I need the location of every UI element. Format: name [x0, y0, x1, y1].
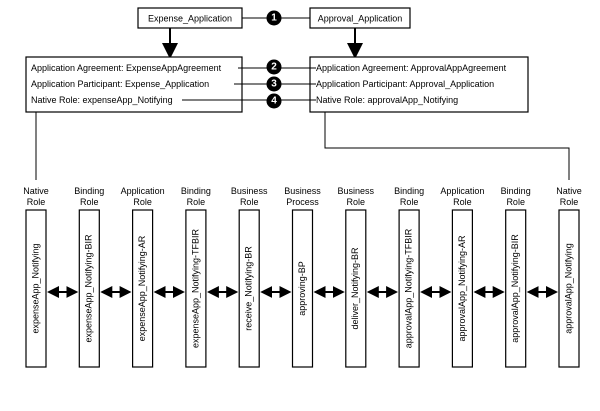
column-header-line: Binding [501, 186, 531, 196]
role-box-label: approvalApp_Notifying-TFBIR [403, 228, 413, 348]
role-box-label: approvalApp_Notifying-BIR [510, 234, 520, 343]
svg-text:2: 2 [271, 62, 277, 73]
approval-participant-text: Application Participant: Approval_Applic… [316, 79, 494, 89]
role-box [78, 209, 100, 368]
role-box-label: deliver_Notifying-BR [350, 247, 360, 330]
role-box [132, 209, 154, 368]
column-header-line: Role [80, 197, 99, 207]
role-box-label: approvalApp_Notifying [563, 243, 573, 334]
role-box-label: approvalApp_Notifying-AR [457, 235, 467, 342]
column-header-line: Role [400, 197, 419, 207]
expense-participant-text: Application Participant: Expense_Applica… [31, 79, 209, 89]
role-box-label: receive_Notifying-BR [244, 246, 254, 331]
role-box-label: expenseApp_Notifying-AR [137, 235, 147, 341]
role-box-label: expenseApp_Notifying-TFBIR [190, 228, 200, 348]
column-header-line: Native [556, 186, 582, 196]
column-header-line: Role [240, 197, 259, 207]
role-box-label: expenseApp_Notifying [30, 243, 40, 333]
approval-details-box: Application Agreement: ApprovalAppAgreem… [309, 56, 529, 113]
svg-text:4: 4 [271, 96, 277, 107]
column-header-line: Binding [394, 186, 424, 196]
column-header-line: Binding [74, 186, 104, 196]
badge-4: 4 [266, 93, 282, 109]
column-header-line: Role [133, 197, 152, 207]
expense-application-label: Expense_Application [148, 14, 232, 24]
column-header-line: Native [23, 186, 49, 196]
column-header-line: Business [338, 186, 375, 196]
column-header-line: Role [347, 197, 366, 207]
role-box [558, 209, 580, 368]
expense-agreement-text: Application Agreement: ExpenseAppAgreeme… [31, 63, 222, 73]
badge-1: 1 [266, 10, 282, 26]
expense-native-role-text: Native Role: expenseApp_Notifying [31, 95, 173, 105]
approval-application-label: Approval_Application [318, 14, 403, 24]
svg-text:1: 1 [271, 13, 277, 24]
svg-text:3: 3 [271, 79, 277, 90]
column-header-line: Business [231, 186, 268, 196]
column-header-line: Application [440, 186, 484, 196]
role-columns: NativeRoleexpenseApp_NotifyingBindingRol… [23, 186, 582, 368]
approval-native-role-text: Native Role: approvalApp_Notifying [316, 95, 458, 105]
column-header-line: Role [560, 197, 579, 207]
role-box-label: expenseApp_Notifying-BIR [84, 234, 94, 343]
role-box [238, 209, 260, 368]
right-native-role-link [324, 112, 570, 180]
column-header-line: Business [284, 186, 321, 196]
expense-application-box: Expense_Application [137, 7, 243, 29]
role-box [345, 209, 367, 368]
role-box-label: approving-BP [297, 261, 307, 316]
column-header-line: Application [121, 186, 165, 196]
badge-3: 3 [266, 76, 282, 92]
badge-2: 2 [266, 59, 282, 75]
role-box [185, 209, 207, 368]
role-box [291, 209, 314, 368]
column-header-line: Binding [181, 186, 211, 196]
role-box [505, 209, 527, 368]
expense-details-box: Application Agreement: ExpenseAppAgreeme… [25, 56, 243, 113]
approval-agreement-text: Application Agreement: ApprovalAppAgreem… [316, 63, 507, 73]
column-header-line: Role [27, 197, 46, 207]
column-header-line: Role [187, 197, 206, 207]
column-header-line: Role [506, 197, 525, 207]
approval-application-box: Approval_Application [309, 7, 411, 29]
role-box [451, 209, 473, 368]
column-header-line: Process [286, 197, 319, 207]
role-box [398, 209, 420, 368]
role-box [25, 209, 47, 368]
column-header-line: Role [453, 197, 472, 207]
